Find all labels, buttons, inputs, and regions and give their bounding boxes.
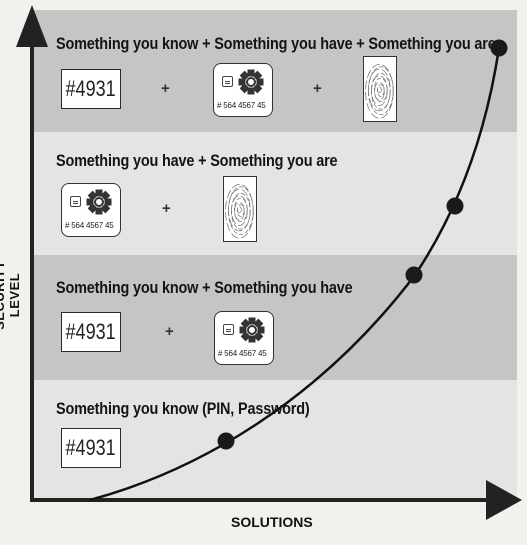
plus-sign: +: [165, 323, 174, 340]
pin-box: #4931: [61, 312, 121, 352]
x-axis-arrow-icon: [486, 480, 522, 520]
plus-sign: +: [162, 200, 171, 217]
pin-box: #4931: [61, 428, 121, 468]
level-title-have-are: Something you have + Something you are: [56, 151, 338, 170]
plus-sign: +: [161, 80, 170, 97]
card-number: # 564 4567 45: [217, 101, 266, 110]
chip-icon: [223, 324, 234, 335]
y-axis-label: SECURITY LEVEL: [0, 260, 22, 330]
smart-card: # 564 4567 45: [214, 311, 274, 365]
smart-card: # 564 4567 45: [61, 183, 121, 237]
curve-point-know: [217, 432, 235, 450]
gear-icon: [239, 317, 265, 343]
gear-icon: [86, 189, 112, 215]
curve-point-have-are: [446, 197, 464, 215]
fingerprint-icon: [223, 176, 257, 242]
card-number: # 564 4567 45: [65, 221, 114, 230]
plus-sign: +: [313, 80, 322, 97]
fingerprint-icon: [363, 56, 397, 122]
curve-point-know-have-are: [490, 39, 508, 57]
smart-card: # 564 4567 45: [213, 63, 273, 117]
gear-icon: [238, 69, 264, 95]
security-curve: [89, 47, 501, 502]
level-title-know-have: Something you know + Something you have: [56, 278, 353, 297]
y-axis-arrow-icon: [16, 5, 48, 47]
level-title-know-have-are: Something you know + Something you have …: [56, 34, 496, 53]
chip-icon: [70, 196, 81, 207]
chip-icon: [222, 76, 233, 87]
level-title-know: Something you know (PIN, Password): [56, 399, 310, 418]
x-axis-label: SOLUTIONS: [231, 514, 313, 530]
pin-box: #4931: [61, 69, 121, 109]
card-number: # 564 4567 45: [218, 349, 267, 358]
curve-point-know-have: [405, 266, 423, 284]
